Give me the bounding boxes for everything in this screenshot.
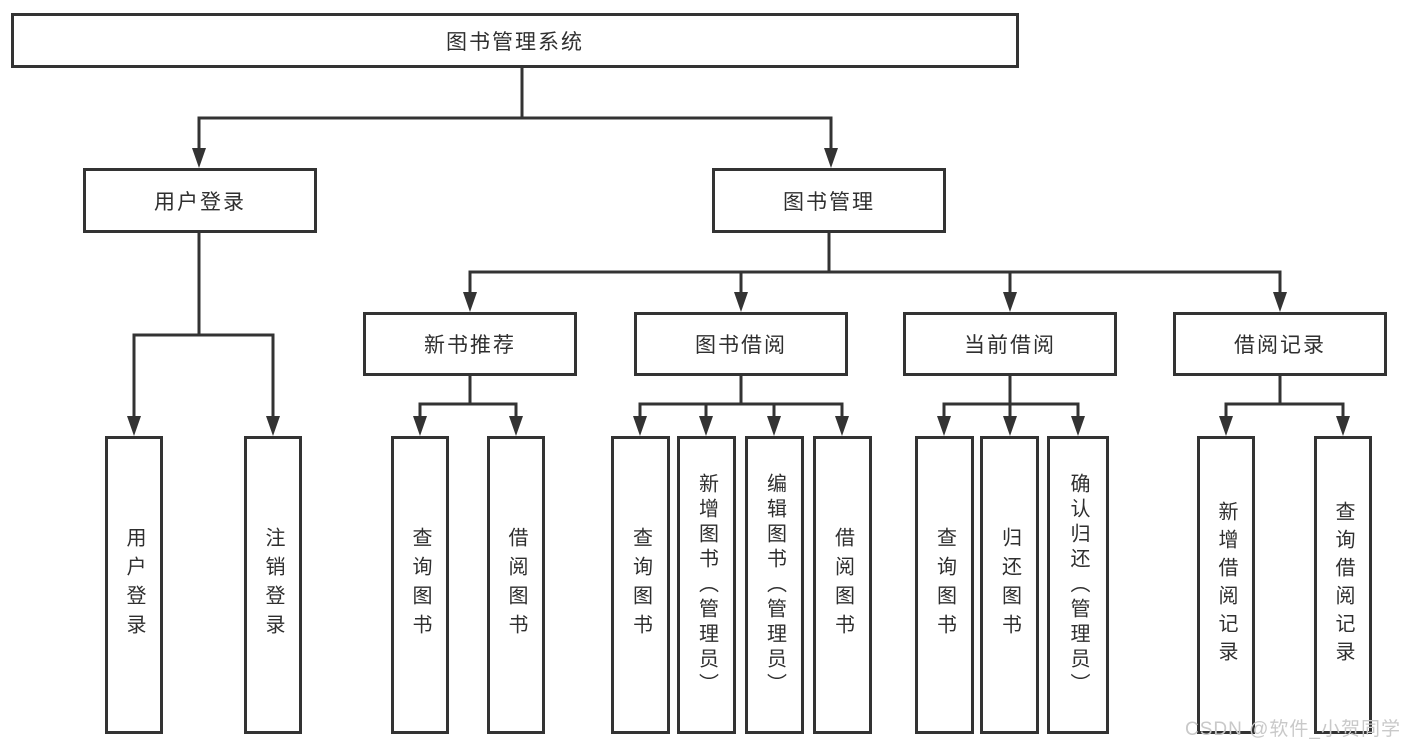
arrowhead-borrow-borrow-books	[835, 416, 849, 436]
arrowhead-new-book-recommend	[463, 292, 477, 312]
leaf-current-query-books: 查询图书	[915, 436, 974, 734]
leaf-recommend-query-books-label: 查询图书	[409, 527, 431, 643]
node-user-login: 用户登录	[83, 168, 317, 233]
leaf-records-query-record-label: 查询借阅记录	[1332, 501, 1354, 669]
leaf-borrow-borrow-books: 借阅图书	[813, 436, 872, 734]
connector-recommend-children	[418, 376, 518, 420]
arrowhead-borrow-records	[1273, 292, 1287, 312]
node-borrow-records-label: 借阅记录	[1234, 334, 1326, 357]
node-current-borrow-label: 当前借阅	[964, 334, 1056, 357]
leaf-current-return-books: 归还图书	[980, 436, 1039, 734]
arrowhead-user-login	[192, 148, 206, 168]
leaf-borrow-query-books-label: 查询图书	[629, 527, 652, 643]
node-borrow-records: 借阅记录	[1173, 312, 1387, 376]
node-book-management: 图书管理	[712, 168, 946, 233]
node-root-label: 图书管理系统	[446, 30, 584, 54]
leaf-borrow-edit-books-label: 编辑图书（管理员）	[763, 472, 786, 698]
connector-book-mgmt-children	[468, 233, 1282, 296]
arrowhead-leaf-user-login	[127, 416, 141, 436]
leaf-borrow-borrow-books-label: 借阅图书	[831, 527, 854, 643]
connector-user-login-children	[132, 233, 275, 420]
arrowhead-borrow-add-books	[699, 416, 713, 436]
node-root: 图书管理系统	[11, 13, 1019, 68]
leaf-recommend-query-books: 查询图书	[391, 436, 449, 734]
connector-current-children	[942, 376, 1080, 420]
arrowhead-current-query-books	[937, 416, 951, 436]
leaf-current-confirm-return: 确认归还（管理员）	[1047, 436, 1109, 734]
connector-borrow-children	[638, 376, 844, 420]
leaf-borrow-query-books: 查询图书	[611, 436, 670, 734]
arrowhead-book-mgmt	[824, 148, 838, 168]
node-current-borrow: 当前借阅	[903, 312, 1117, 376]
arrowhead-borrow-query-books	[633, 416, 647, 436]
connector-root-to-level2	[197, 67, 833, 152]
arrowhead-records-add-record	[1219, 416, 1233, 436]
arrowhead-current-borrow	[1003, 292, 1017, 312]
node-book-borrow: 图书借阅	[634, 312, 848, 376]
arrowhead-recommend-borrow-books	[509, 416, 523, 436]
node-book-management-label: 图书管理	[783, 190, 875, 214]
leaf-records-add-record: 新增借阅记录	[1197, 436, 1255, 734]
connector-records-children	[1224, 376, 1345, 420]
node-new-book-recommend: 新书推荐	[363, 312, 577, 376]
leaf-records-query-record: 查询借阅记录	[1314, 436, 1372, 734]
arrowhead-current-confirm-return	[1071, 416, 1085, 436]
leaf-user-login: 用户登录	[105, 436, 163, 734]
leaf-logout-label: 注销登录	[262, 527, 284, 643]
node-book-borrow-label: 图书借阅	[695, 334, 787, 357]
leaf-recommend-borrow-books-label: 借阅图书	[505, 527, 527, 643]
leaf-current-return-books-label: 归还图书	[998, 527, 1021, 643]
arrowhead-book-borrow	[734, 292, 748, 312]
arrowhead-recommend-query-books	[413, 416, 427, 436]
arrowhead-records-query-record	[1336, 416, 1350, 436]
leaf-recommend-borrow-books: 借阅图书	[487, 436, 545, 734]
arrowhead-current-return-books	[1003, 416, 1017, 436]
leaf-records-add-record-label: 新增借阅记录	[1215, 501, 1237, 669]
leaf-logout: 注销登录	[244, 436, 302, 734]
leaf-borrow-edit-books: 编辑图书（管理员）	[745, 436, 804, 734]
watermark: CSDN @软件_小贺同学	[1185, 719, 1401, 740]
leaf-borrow-add-books-label: 新增图书（管理员）	[695, 472, 718, 698]
node-new-book-recommend-label: 新书推荐	[424, 334, 516, 357]
leaf-borrow-add-books: 新增图书（管理员）	[677, 436, 736, 734]
arrowhead-borrow-edit-books	[767, 416, 781, 436]
leaf-user-login-label: 用户登录	[123, 527, 145, 643]
leaf-current-confirm-return-label: 确认归还（管理员）	[1067, 472, 1089, 698]
leaf-current-query-books-label: 查询图书	[933, 527, 956, 643]
arrowhead-leaf-logout	[266, 416, 280, 436]
node-user-login-label: 用户登录	[154, 190, 246, 214]
